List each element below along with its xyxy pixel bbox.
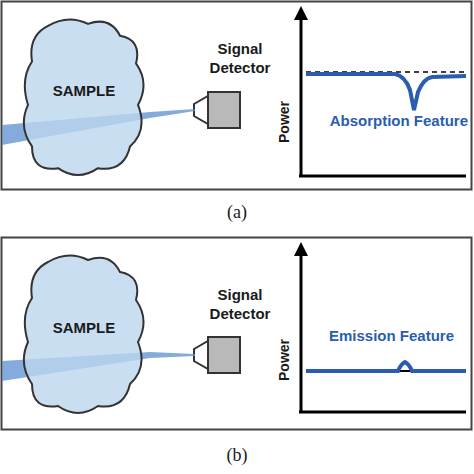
signal-detector: Signal Detector: [195, 40, 285, 130]
detector-icon: [194, 337, 240, 373]
plot-axes: [299, 18, 466, 176]
panel-frame: [2, 238, 472, 430]
absorption-trace: [306, 74, 466, 110]
plot-axes: [299, 254, 466, 412]
axis-label: Power: [276, 339, 292, 381]
feature-label: Absorption Feature: [330, 112, 468, 129]
detector-label: Signal Detector: [205, 286, 275, 324]
sample-blob: SAMPLE: [18, 14, 150, 182]
panel-frame: [2, 2, 472, 190]
axis-arrowhead: [294, 6, 308, 20]
panel-label: (b): [227, 445, 248, 466]
axis-label: Power: [276, 101, 292, 143]
emission-trace: [306, 362, 466, 371]
light-beam: [150, 109, 195, 118]
sample-blob: SAMPLE: [18, 250, 150, 420]
detector-icon: [194, 92, 240, 128]
panel-label: (a): [227, 202, 247, 223]
axis-arrowhead: [294, 242, 308, 256]
sample-label: SAMPLE: [53, 319, 116, 338]
sample-label: SAMPLE: [53, 82, 116, 101]
detector-label: Signal Detector: [205, 40, 275, 78]
signal-detector: Signal Detector: [195, 286, 285, 376]
light-beam: [150, 352, 195, 358]
feature-label: Emission Feature: [329, 327, 454, 344]
